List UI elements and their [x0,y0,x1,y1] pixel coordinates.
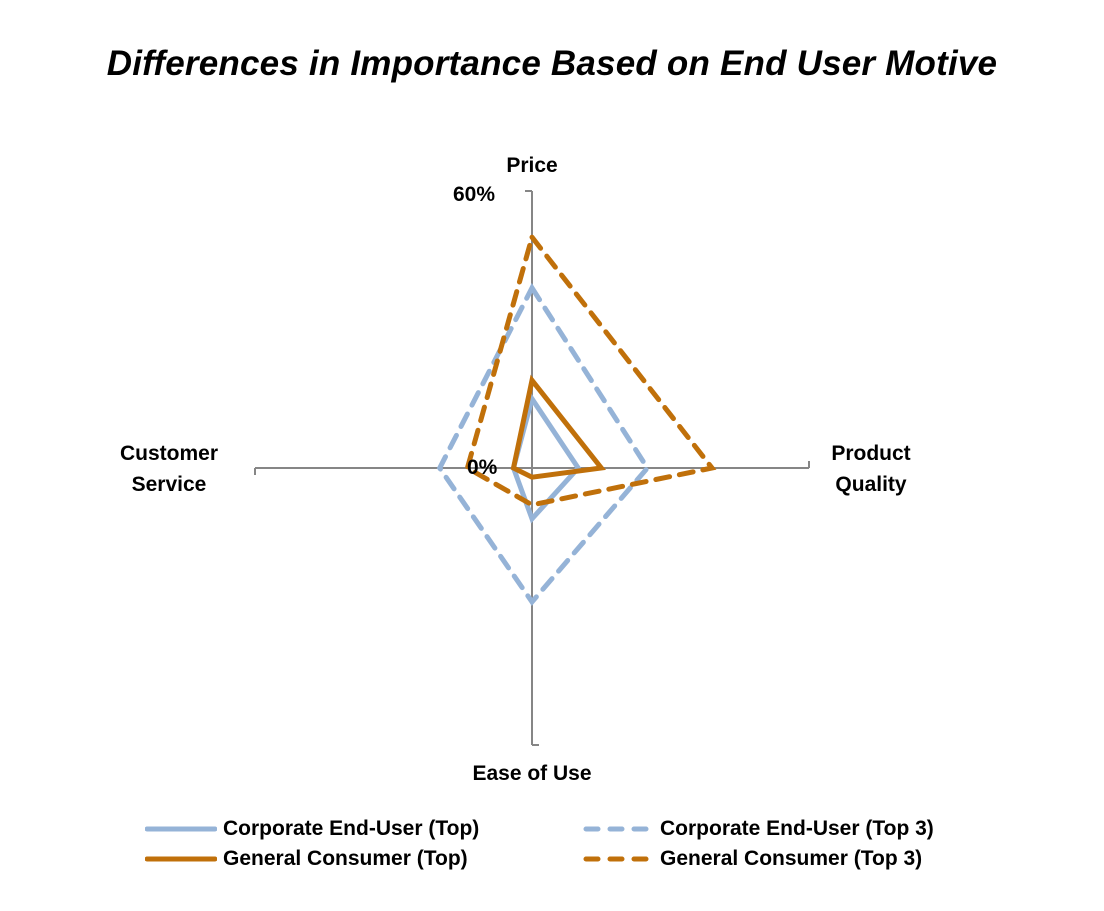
axis-label-ease-of-use-line1: Ease of Use [472,762,592,785]
axis-label-product-quality-line2: Quality [835,473,907,496]
tick-label-min: 0% [467,456,498,479]
chart-title: Differences in Importance Based on End U… [106,44,998,83]
radar-series [436,231,717,606]
axis-label-customer-service-line1: Customer [119,442,219,465]
axis-label-product-quality: Product Quality [806,438,936,500]
tick-label-max: 60% [453,183,496,206]
legend-swatch-dashed-blue-icon [583,826,654,832]
legend-item-consumer-top[interactable]: General Consumer (Top) [145,844,468,874]
legend-label: Corporate End-User (Top 3) [660,817,934,840]
legend-swatch-solid-blue-icon [145,826,217,832]
legend-item-consumer-top3[interactable]: General Consumer (Top 3) [582,844,922,874]
axis-label-customer-service: Customer Service [104,438,234,500]
series-polygon-3[interactable] [464,231,717,508]
axis-label-ease-of-use: Ease of Use [432,758,632,789]
series-polygon-1[interactable] [436,282,651,606]
legend-item-corporate-top3[interactable]: Corporate End-User (Top 3) [582,814,934,844]
axis-label-product-quality-line1: Product [831,442,911,465]
legend-swatch-dashed-orange-icon [583,856,654,862]
legend-swatch-solid-orange-icon [145,856,217,862]
axis-label-customer-service-line2: Service [131,473,207,496]
legend-label: General Consumer (Top 3) [660,847,923,870]
axis-label-price-line1: Price [506,154,558,177]
legend-item-corporate-top[interactable]: Corporate End-User (Top) [145,814,479,844]
axis-label-price: Price [482,150,582,181]
series-polygon-2[interactable] [510,374,606,480]
radar-axes [254,190,810,746]
legend-label: General Consumer (Top) [223,847,468,870]
legend-label: Corporate End-User (Top) [223,817,480,840]
